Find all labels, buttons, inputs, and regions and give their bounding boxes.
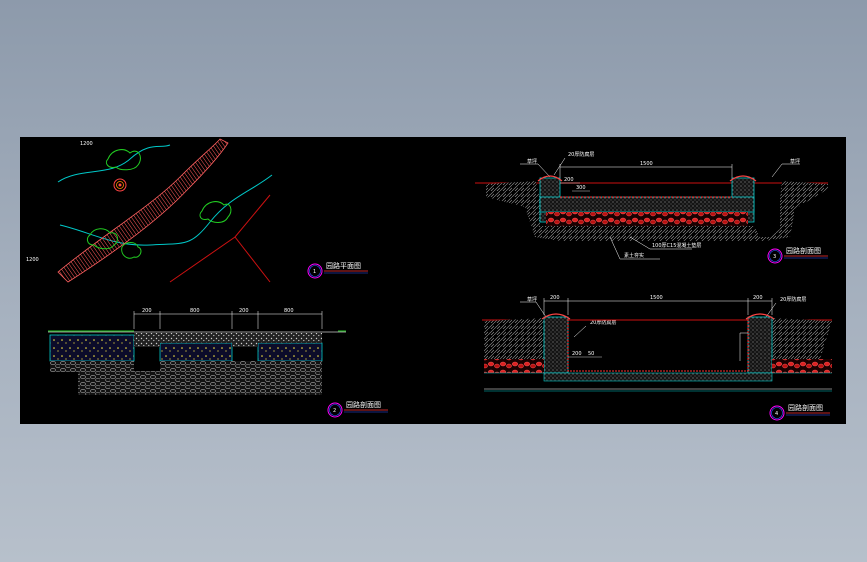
drawing-4-section: 200 1500 200 草坪 20厚防腐层 20厚防腐层 草坪 200 50	[482, 295, 832, 421]
drawing-1-label: 1 园路平面图	[307, 261, 368, 279]
note-1: 100厚C15混凝土垫层	[652, 242, 701, 249]
callout-left: 草坪	[527, 158, 537, 165]
callout-right: 草坪	[790, 158, 800, 165]
label-title: 园路剖面图	[346, 400, 381, 409]
label-title: 园路剖面图	[788, 403, 823, 412]
tree-symbol-2	[199, 201, 232, 223]
dim-4: 800	[284, 308, 294, 314]
dim-2: 800	[190, 308, 200, 314]
tree-target-icon	[113, 178, 127, 192]
callout-top: 20厚防腐层	[568, 151, 594, 158]
corner-label-left: 1200	[26, 257, 39, 263]
contour-line-upper	[57, 144, 171, 183]
dim-inner-b: 50	[588, 351, 594, 357]
span-dim: 1500	[650, 295, 663, 301]
cad-drawing-canvas: 1200 1200 1 园路平面图	[26, 138, 832, 421]
span-dim: 1500	[640, 161, 653, 167]
drawing-4-label: 4 园路剖面图	[769, 403, 830, 421]
corner-label-top: 1200	[80, 141, 93, 147]
label-number: 3	[773, 254, 776, 260]
drawing-2-section: 200 800 200 800 2 园路剖面图	[48, 308, 388, 418]
dim-small-a: 200	[564, 177, 574, 183]
contour-line-lower	[59, 174, 273, 246]
dim-inner-a: 200	[572, 351, 582, 357]
label-number: 1	[313, 269, 316, 275]
boundary-line-2	[234, 236, 271, 283]
dim-3: 200	[239, 308, 249, 314]
callout-inner: 20厚防腐层	[590, 319, 616, 326]
drawing-3-label: 3 园路剖面图	[767, 246, 828, 264]
dim-left: 200	[550, 295, 560, 301]
tree-symbol-1	[105, 149, 141, 171]
label-number: 4	[775, 411, 778, 417]
dim-small-b: 300	[576, 185, 586, 191]
cad-viewport[interactable]: 1200 1200 1 园路平面图	[20, 137, 846, 424]
label-title: 园路平面图	[326, 261, 361, 270]
note-2: 素土夯实	[624, 252, 644, 259]
boundary-line-1	[169, 194, 271, 283]
dim-right: 200	[753, 295, 763, 301]
dim-1: 200	[142, 308, 152, 314]
curved-path-band	[57, 138, 229, 283]
label-title: 园路剖面图	[786, 246, 821, 255]
drawing-2-label: 2 园路剖面图	[327, 400, 388, 418]
drawing-1-plan: 1200 1200 1 园路平面图	[26, 138, 368, 283]
label-number: 2	[333, 408, 336, 414]
tree-symbol-3	[86, 228, 118, 250]
callout-left: 草坪	[527, 296, 537, 303]
drawing-3-section: 1500 草坪 20厚防腐层 草坪 200 300	[475, 151, 828, 264]
tree-symbol-4	[121, 242, 142, 259]
callout-top-right: 20厚防腐层	[780, 296, 806, 303]
